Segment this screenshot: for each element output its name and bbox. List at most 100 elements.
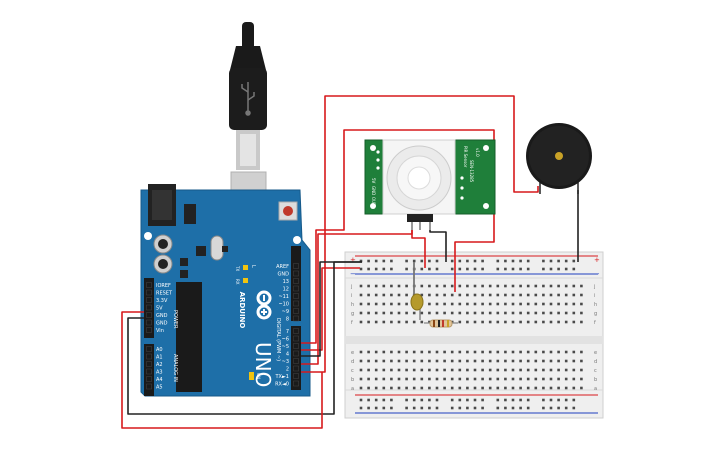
arduino-uno-board: ARDUINO UNO DIGITAL (PWM ~) POWER ANALOG… — [140, 184, 311, 397]
pin-label: 5V — [156, 306, 163, 312]
row-letter: e — [351, 350, 354, 356]
header-pin[interactable] — [293, 358, 299, 364]
header-pin[interactable] — [293, 365, 299, 372]
pin-label: A1 — [156, 355, 163, 361]
pin-label: 7 — [286, 329, 289, 335]
wire-pir-out — [301, 129, 495, 344]
pin-label: A5 — [156, 385, 163, 391]
header-pin[interactable] — [146, 383, 152, 390]
pin-label: A3 — [156, 370, 163, 376]
header-pin[interactable] — [146, 319, 152, 326]
row-letter: e — [594, 350, 597, 356]
header-pin[interactable] — [293, 278, 299, 284]
header-pin[interactable] — [146, 346, 152, 352]
header-pin[interactable] — [293, 328, 299, 334]
row-letter: f — [351, 320, 353, 326]
l-label: L — [250, 265, 256, 268]
row-letter: i — [594, 293, 595, 299]
arduino-model-label: UNO — [251, 342, 275, 387]
rx-label: RX — [235, 279, 240, 285]
usb-icon — [241, 82, 255, 116]
row-letter: g — [351, 311, 354, 317]
header-pin[interactable] — [293, 285, 299, 292]
row-letter: j — [350, 284, 352, 290]
row-letter: h — [594, 302, 597, 308]
header-pin[interactable] — [293, 315, 299, 322]
tx-label: TX — [235, 265, 240, 271]
atmega-chip — [176, 282, 202, 392]
pin-label: ~3 — [282, 359, 289, 365]
row-letter: a — [351, 386, 354, 392]
pin-label: A2 — [156, 362, 163, 368]
header-pin[interactable] — [146, 282, 152, 288]
wires — [121, 95, 579, 429]
header-pin[interactable] — [293, 308, 299, 314]
digital-header-bottom — [291, 326, 301, 390]
pin-label: ~10 — [278, 302, 289, 308]
header-pin[interactable] — [293, 293, 299, 299]
row-letter: i — [351, 293, 352, 299]
pir-pin-5v: 5V — [371, 178, 376, 184]
pin-label: RESET — [156, 291, 173, 297]
header-pin[interactable] — [146, 289, 152, 296]
rail-plus-top: + — [350, 256, 356, 264]
pin-label: ~5 — [282, 344, 289, 350]
row-letter: a — [594, 386, 597, 392]
crystal-oscillator — [210, 235, 224, 261]
power-label: POWER — [172, 310, 178, 329]
row-letter: c — [594, 368, 597, 374]
header-pin[interactable] — [146, 327, 152, 333]
header-pin[interactable] — [293, 263, 299, 269]
pin-label: 3.3V — [156, 298, 168, 304]
header-pin[interactable] — [146, 361, 152, 367]
pin-label: RX◄0 — [275, 382, 289, 388]
header-pin[interactable] — [293, 300, 299, 307]
wire-5v-bottom — [121, 311, 323, 429]
pir-line-2: SEN-13285 — [469, 160, 474, 183]
led-yellow — [410, 262, 424, 320]
pin-label: ~11 — [278, 294, 289, 300]
digital-label: DIGITAL (PWM ~) — [275, 318, 281, 361]
pin-label: GND — [278, 272, 290, 278]
row-letter: g — [594, 311, 597, 317]
row-letter: d — [594, 359, 597, 365]
pin-label: A0 — [156, 347, 163, 353]
pir-pin-gnd: GND — [371, 186, 376, 195]
header-pin[interactable] — [146, 312, 152, 318]
pir-pin-out: OUT — [371, 197, 376, 206]
header-pin[interactable] — [293, 335, 299, 342]
header-pin[interactable] — [293, 270, 299, 277]
row-letter: f — [594, 320, 596, 326]
piezo-buzzer — [526, 123, 592, 194]
rail-minus-top: − — [350, 270, 356, 278]
arduino-logo — [256, 290, 272, 320]
header-pin[interactable] — [146, 297, 152, 303]
analog-label: ANALOG IN — [172, 354, 178, 382]
wire-buzzer-signal — [301, 95, 539, 373]
buzzer-center — [555, 152, 563, 160]
row-letter: h — [351, 302, 354, 308]
header-pin[interactable] — [293, 350, 299, 357]
row-letter: c — [351, 368, 354, 374]
header-pin[interactable] — [293, 380, 299, 387]
header-pin[interactable] — [293, 373, 299, 379]
header-pin[interactable] — [146, 368, 152, 375]
header-pin[interactable] — [146, 304, 152, 311]
pin-label: 13 — [283, 279, 289, 285]
wire-pir-vcc-bb — [411, 226, 426, 268]
wire-ground-bottom — [127, 261, 362, 415]
header-pin[interactable] — [146, 376, 152, 382]
pin-label: 2 — [286, 367, 289, 373]
pin-label: A4 — [156, 377, 163, 383]
header-pin[interactable] — [146, 353, 152, 360]
rail-minus-right: − — [594, 270, 600, 278]
header-pin[interactable] — [293, 343, 299, 349]
row-letter: d — [351, 359, 354, 365]
arduino-brand-label: ARDUINO — [238, 292, 246, 329]
pin-label: GND — [156, 313, 168, 319]
pin-label: IOREF — [156, 283, 171, 289]
pir-line-3: v1.0 — [475, 148, 480, 157]
pin-label: GND — [156, 321, 168, 327]
